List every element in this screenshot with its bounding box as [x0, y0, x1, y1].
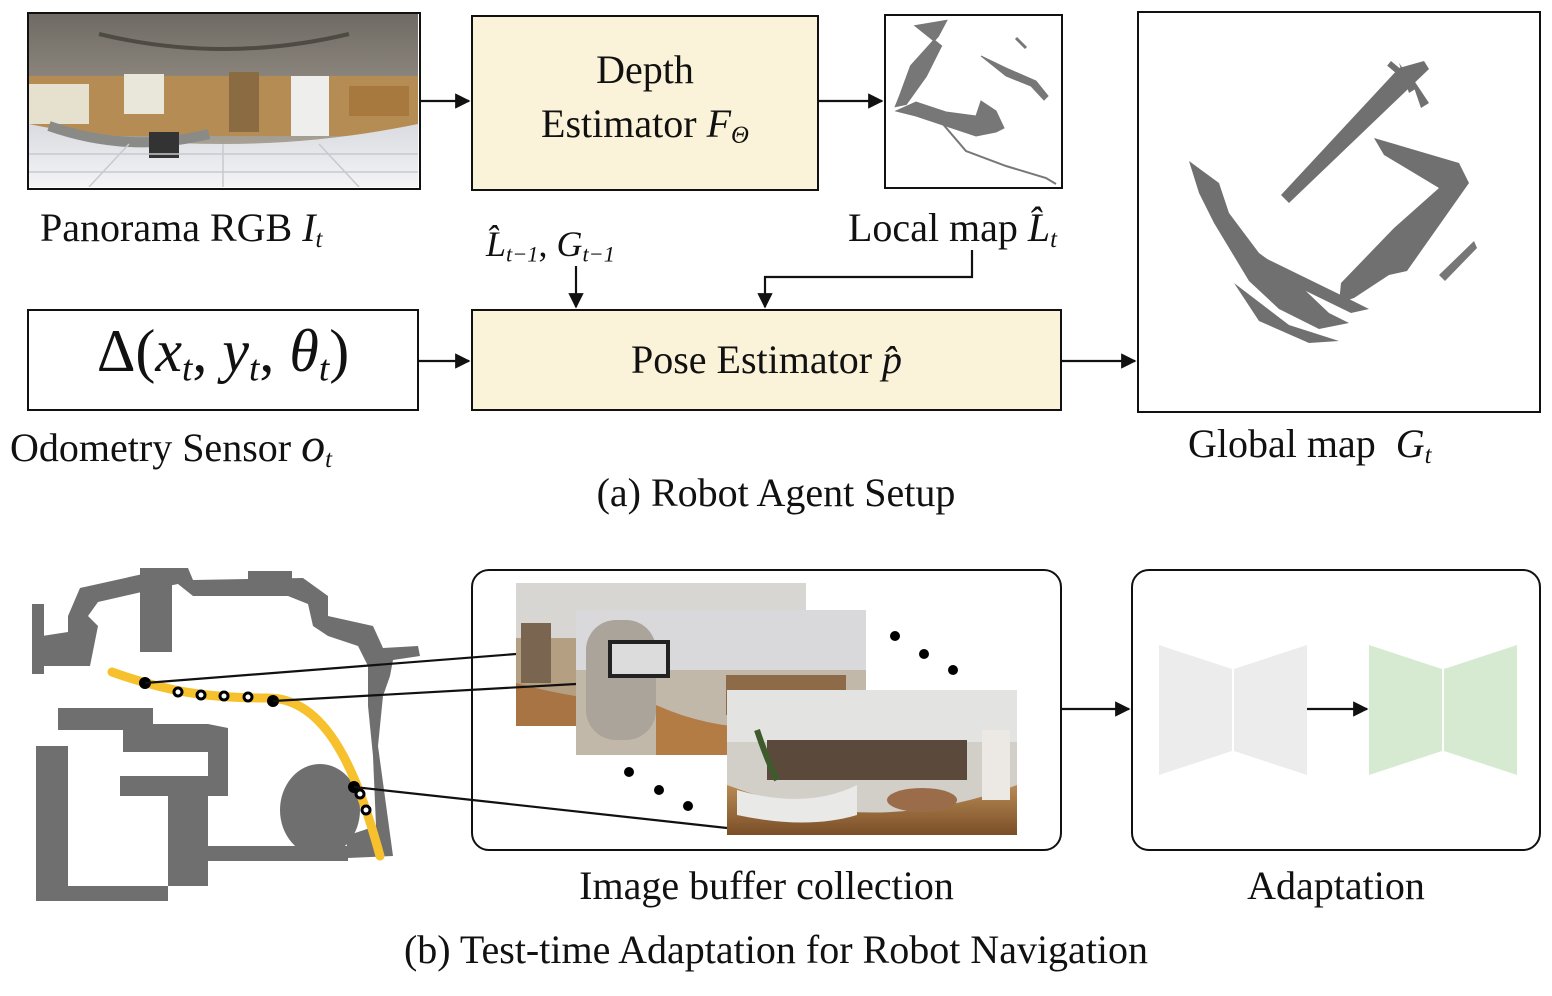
depth-estimator-box: Depth Estimator FΘ: [471, 15, 819, 191]
depth-estimator-line1: Depth: [596, 46, 694, 92]
link-waypoint2-frame2: [272, 682, 577, 703]
navigation-floor-plan: [32, 568, 420, 901]
panorama-label: Panorama RGB It: [40, 205, 323, 254]
link-waypoint1-frame1: [144, 652, 517, 685]
adaptation-networks: [1159, 645, 1517, 775]
buffer-label: Image buffer collection: [579, 863, 954, 908]
local-map-image: [894, 19, 1057, 185]
panorama-kitchen-image: [29, 14, 418, 188]
link-waypoint3-frame3: [353, 785, 728, 830]
panorama-image-box: [27, 12, 421, 190]
buffer-panorama-frame-3: [727, 690, 1017, 835]
caption-a: (a) Robot Agent Setup: [596, 470, 956, 515]
caption-b: (b) Test-time Adaptation for Robot Navig…: [403, 927, 1149, 972]
depth-estimator-line2: Estimator FΘ: [541, 100, 749, 150]
trajectory-waypoints: [172, 686, 372, 816]
previous-maps-label: L̂t−1, Gt−1: [486, 224, 615, 267]
odometry-box: Δ(xt, yt, θt): [27, 309, 419, 411]
global-map-image: [1189, 60, 1477, 343]
source-network-icon: [1159, 645, 1307, 775]
local-map-box: [884, 14, 1063, 189]
odometry-label: Odometry Sensor ot: [10, 419, 332, 474]
pose-estimator-label: Pose Estimator p̂: [630, 337, 903, 382]
adaptation-label: Adaptation: [1247, 863, 1425, 908]
global-map-box: [1137, 11, 1541, 413]
global-map-label: Global map Gt: [1188, 421, 1432, 470]
adapted-network-icon: [1369, 645, 1517, 775]
arrow-local-to-pose: [757, 250, 974, 309]
pose-estimator-box: Pose Estimator p̂: [471, 309, 1062, 411]
buffer-ellipsis-dots: [624, 631, 958, 811]
odometry-expression: Δ(xt, yt, θt): [96, 317, 350, 390]
local-map-label: Local map L̂t: [848, 205, 1058, 254]
